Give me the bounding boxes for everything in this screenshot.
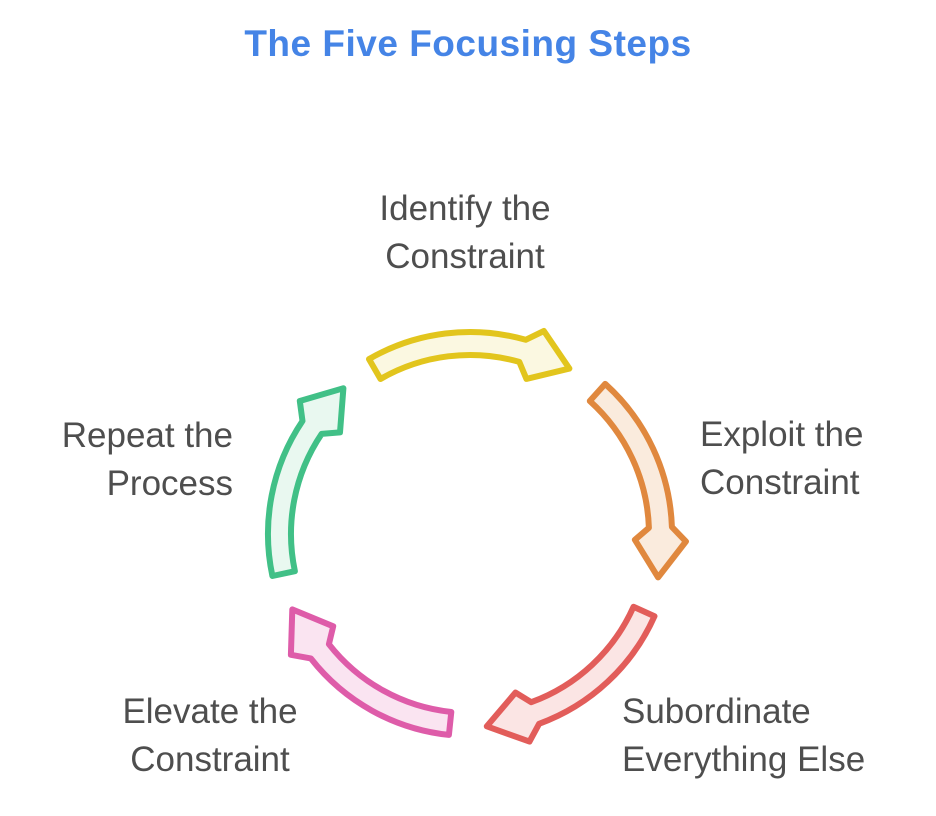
step-label-subordinate-everything: Subordinate Everything Else [622,692,866,779]
arrow-identify-constraint [366,328,573,382]
page-title: The Five Focusing Steps [244,23,692,64]
arrow-exploit-constraint [586,380,689,581]
arrow-elevate-constraint [287,606,455,738]
step-label-repeat-process: Repeat the Process [61,416,233,503]
step-label-exploit-constraint: Exploit the Constraint [700,415,864,502]
step-label-elevate-constraint: Elevate the Constraint [122,692,298,779]
arrow-subordinate-everything [483,603,658,745]
step-label-identify-constraint: Identify the Constraint [379,189,551,276]
arrow-repeat-process [265,385,347,579]
